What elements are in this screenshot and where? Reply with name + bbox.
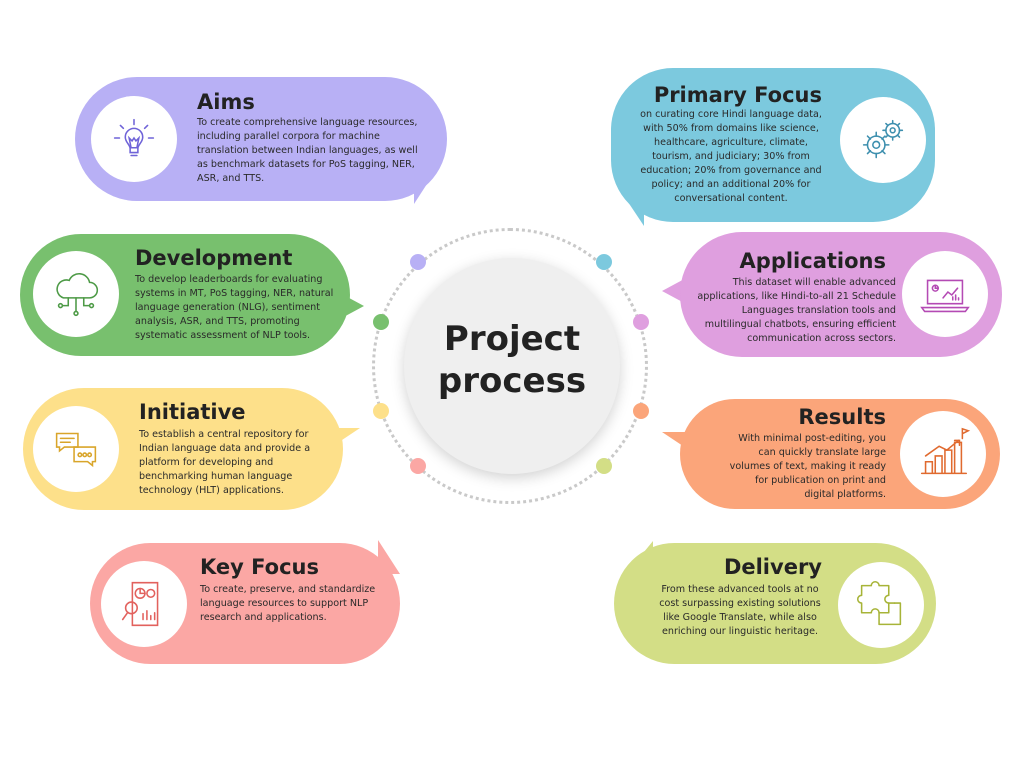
applications-title: Applications	[739, 249, 886, 273]
ring-dot-primary-focus	[596, 254, 612, 270]
primary-focus-title: Primary Focus	[653, 83, 822, 107]
center-dotted-ring	[372, 228, 648, 504]
development-icon-circle	[33, 251, 119, 337]
development-title: Development	[135, 246, 293, 270]
ring-dot-applications	[633, 314, 649, 330]
aims-description: To create comprehensive language resourc…	[197, 117, 418, 184]
growth-chart-icon	[920, 427, 971, 475]
delivery-icon-circle	[838, 562, 924, 648]
initiative-icon-circle	[33, 406, 119, 492]
ring-dot-initiative	[373, 403, 389, 419]
ring-dot-aims	[410, 254, 426, 270]
ring-dot-delivery	[596, 458, 612, 474]
aims-icon-circle	[91, 96, 177, 182]
delivery-title: Delivery	[723, 555, 822, 579]
lightbulb-icon	[113, 118, 155, 157]
primary-focus-icon-circle	[840, 97, 926, 183]
gears-icon	[862, 119, 904, 159]
puzzle-icon	[856, 580, 902, 626]
applications-icon-circle	[902, 251, 988, 337]
key-focus-title: Key Focus	[200, 555, 319, 579]
ring-dot-development	[373, 314, 389, 330]
center-title: Project process	[437, 319, 587, 401]
center-disc	[404, 258, 620, 474]
key-focus-icon-circle	[101, 561, 187, 647]
initiative-title: Initiative	[139, 400, 246, 424]
chat-bubbles-icon	[55, 432, 97, 468]
cloud-network-icon	[56, 272, 99, 317]
primary-focus-description: on curating core Hindi language data,wit…	[640, 109, 822, 204]
ring-dot-results	[633, 403, 649, 419]
report-magnifier-icon	[121, 581, 159, 627]
results-icon-circle	[900, 411, 986, 497]
aims-title: Aims	[197, 90, 255, 114]
laptop-analytics-icon	[920, 279, 970, 313]
ring-dot-key-focus	[410, 458, 426, 474]
results-title: Results	[798, 405, 886, 429]
